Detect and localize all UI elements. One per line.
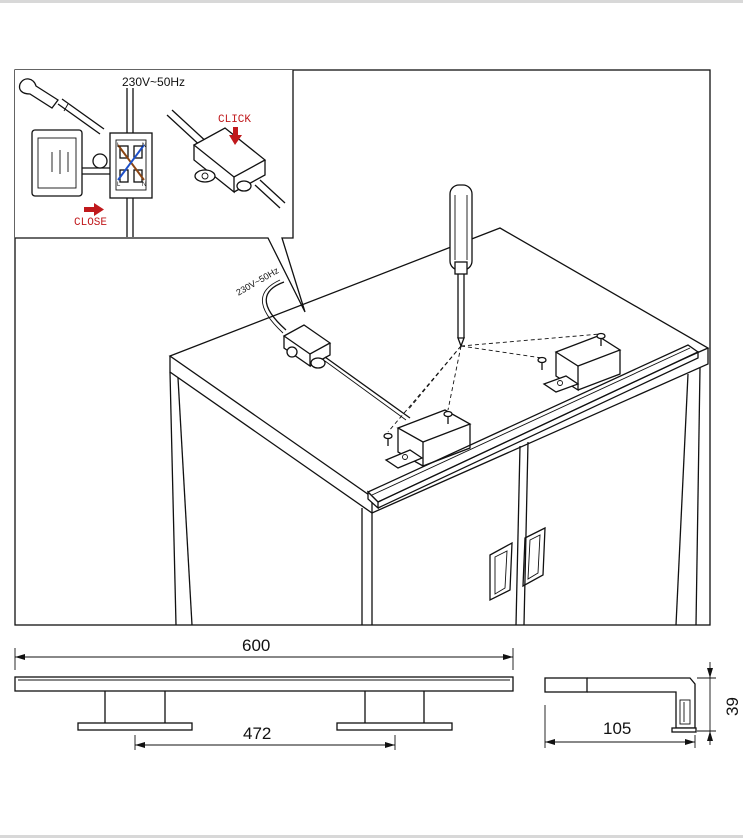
cable-voltage-label: 230V~50Hz (234, 265, 280, 298)
inset-callout: L N L N (15, 70, 306, 313)
cabinet (168, 227, 710, 626)
bracket-right (542, 335, 622, 393)
terminal-block (109, 132, 153, 199)
screw-icon (383, 432, 393, 446)
height-dimension: 39 (723, 697, 742, 716)
screws (383, 332, 606, 446)
close-label: CLOSE (74, 217, 107, 229)
mount-spacing-dimension: 472 (243, 724, 271, 743)
side-view-drawing (544, 662, 716, 748)
depth-dimension: 105 (603, 719, 631, 738)
close-arrow-icon (84, 203, 104, 216)
screw-icon (537, 356, 547, 370)
screw-icon (596, 332, 606, 346)
click-label: CLICK (218, 114, 251, 126)
light-bar (366, 344, 700, 510)
junction-box (282, 324, 332, 369)
screwdriver (449, 184, 473, 348)
terminal-l-label: L (117, 143, 121, 149)
click-arrow-icon (229, 127, 242, 145)
box-cover (31, 129, 83, 197)
bracket-left (384, 409, 472, 469)
small-screwdriver-icon (18, 78, 105, 135)
bottom-border (0, 835, 743, 838)
closed-junction-box (166, 109, 286, 209)
inset-voltage-label: 230V~50Hz (122, 75, 185, 89)
terminal-l-label-lower: L (117, 182, 121, 188)
screw-guide-lines (387, 333, 601, 433)
terminal-n-label: N (142, 143, 146, 149)
overall-width-dimension: 600 (242, 636, 270, 655)
front-view-drawing (14, 648, 514, 750)
terminal-n-label-lower: N (142, 182, 146, 188)
top-border (0, 0, 743, 3)
screw-icon (443, 410, 453, 424)
main-cable (262, 279, 411, 421)
